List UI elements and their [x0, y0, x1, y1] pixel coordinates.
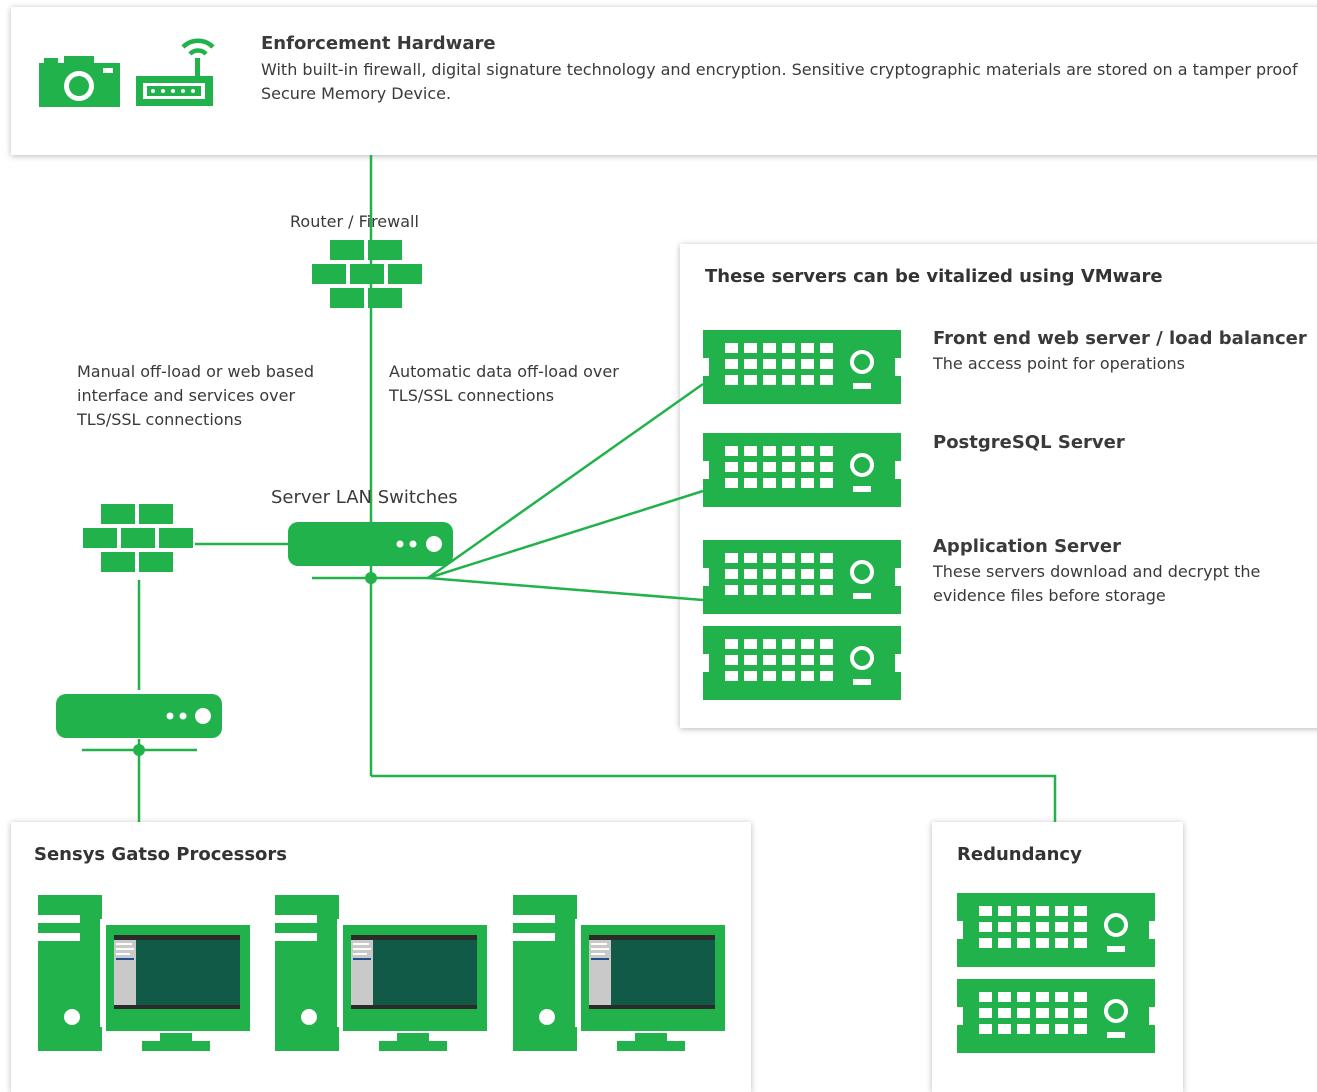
connection-lines	[82, 155, 1057, 822]
firewall-icon	[312, 240, 422, 308]
router-icon	[56, 694, 222, 738]
camera-icon	[39, 56, 120, 107]
vmware-panel-title: These servers can be vitalized using VMw…	[705, 266, 1163, 287]
switch-label: Server LAN Switches	[271, 487, 458, 508]
server-icon	[701, 624, 903, 702]
server-icon	[701, 431, 903, 509]
router-label: Router / Firewall	[290, 212, 419, 231]
workstation-icon	[38, 895, 250, 1051]
server-icon	[955, 977, 1157, 1055]
server-name-application: Application Server	[933, 536, 1121, 557]
workstation-icon	[513, 895, 725, 1051]
firewall-icon	[83, 504, 193, 572]
server-icon	[955, 891, 1157, 969]
server-name-frontend: Front end web server / load balancer	[933, 328, 1307, 349]
auto-offload-note: Automatic data off-load over TLS/SSL con…	[389, 362, 619, 405]
router-node	[133, 744, 145, 756]
switch-node	[365, 572, 377, 584]
enforcement-description: With built-in firewall, digital signatur…	[261, 60, 1298, 103]
server-icon	[701, 538, 903, 616]
workstation-icon	[275, 895, 487, 1051]
server-desc-application: These servers download and decrypt the e…	[933, 562, 1261, 605]
server-name-postgres: PostgreSQL Server	[933, 432, 1125, 453]
switch-icon	[288, 522, 453, 566]
server-desc-frontend: The access point for operations	[933, 354, 1185, 373]
server-icon	[701, 328, 903, 406]
enforcement-panel	[11, 7, 1317, 155]
manual-offload-note: Manual off-load or web based interface a…	[77, 362, 315, 429]
wifi-router-icon	[136, 38, 215, 106]
processors-title: Sensys Gatso Processors	[34, 844, 287, 865]
enforcement-title: Enforcement Hardware	[261, 33, 496, 54]
redundancy-title: Redundancy	[957, 844, 1082, 865]
